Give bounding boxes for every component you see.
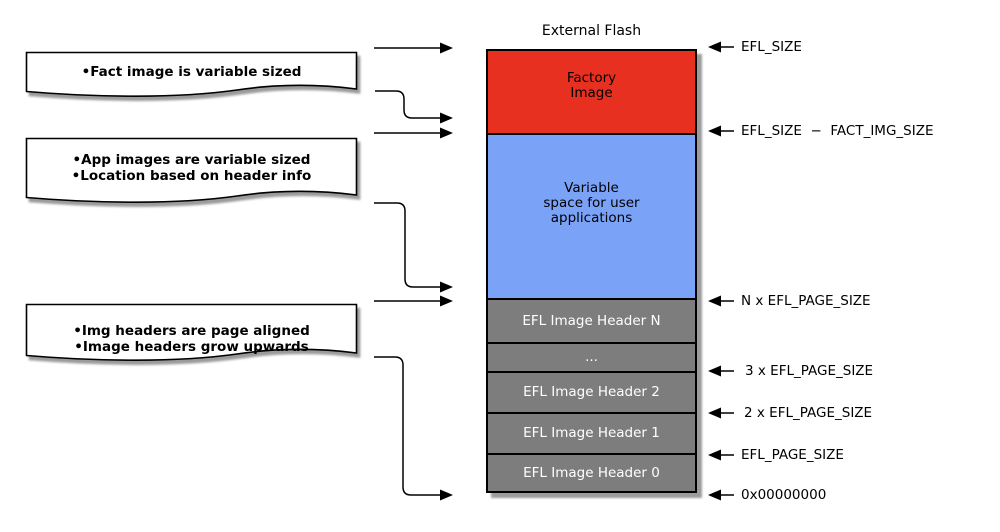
- flash-section-label: Variable space for user applications: [543, 180, 640, 226]
- arrow-page-size: [708, 449, 734, 461]
- flash-section-label: EFL Image Header 0: [523, 464, 660, 481]
- callout-img-headers: •Img headers are page aligned •Image hea…: [25, 303, 363, 371]
- flash-section-factory-image: Factory Image: [488, 51, 695, 133]
- annotation-n-x-page-size: N x EFL_PAGE_SIZE: [741, 293, 871, 309]
- flash-section-user-space: Variable space for user applications: [488, 133, 695, 298]
- callout-text: •Fact image is variable sized: [25, 51, 358, 93]
- callout-text: •App images are variable sized •Location…: [25, 137, 358, 199]
- callout-text: •Img headers are page aligned •Image hea…: [25, 303, 358, 365]
- annotation-efl-size-minus-fact: EFL_SIZE − FACT_IMG_SIZE: [741, 123, 934, 139]
- callout-fact-image: •Fact image is variable sized: [25, 51, 363, 107]
- callout-line: •Image headers grow upwards: [74, 339, 309, 355]
- flash-memory-map: Factory Image Variable space for user ap…: [486, 49, 697, 493]
- arrow-address-zero: [708, 489, 734, 501]
- arrow-factory-boundary: [374, 127, 453, 139]
- flash-section-label: ...: [585, 349, 598, 365]
- callout-shape: [25, 137, 358, 203]
- flash-section-image-header-2: EFL Image Header 2: [488, 371, 695, 412]
- callout-line: •Img headers are page aligned: [73, 323, 310, 339]
- connector-callout-img-headers: [374, 356, 453, 501]
- flash-section-image-header-n: EFL Image Header N: [488, 298, 695, 342]
- callout-shape: [25, 303, 358, 361]
- arrow-n-x-page-size: [708, 295, 734, 307]
- flash-section-label: Factory Image: [566, 70, 617, 101]
- arrow-2-x-page-size: [708, 407, 734, 419]
- callout-shape: [25, 51, 358, 97]
- flash-section-header-ellipsis: ...: [488, 342, 695, 371]
- annotation-address-zero: 0x00000000: [741, 487, 827, 503]
- callout-line: •Location based on header info: [71, 168, 312, 184]
- connector-callout-app-images: [374, 202, 453, 293]
- flash-section-label: EFL Image Header 2: [523, 384, 660, 400]
- flash-section-image-header-1: EFL Image Header 1: [488, 412, 695, 453]
- flash-section-label: EFL Image Header N: [522, 312, 661, 329]
- connector-callout-fact-image: [375, 90, 453, 124]
- arrow-efl-size-minus-fact: [708, 125, 734, 137]
- arrow-top-of-flash: [374, 42, 453, 54]
- arrow-3-x-page-size: [708, 365, 734, 377]
- arrow-header-top-boundary: [374, 295, 453, 307]
- annotation-page-size: EFL_PAGE_SIZE: [741, 447, 844, 463]
- flash-section-label: EFL Image Header 1: [523, 425, 660, 441]
- flash-section-image-header-0: EFL Image Header 0: [488, 453, 695, 491]
- callout-app-images: •App images are variable sized •Location…: [25, 137, 363, 213]
- callout-line: •App images are variable sized: [72, 152, 311, 168]
- annotation-3-x-page-size: 3 x EFL_PAGE_SIZE: [745, 363, 874, 379]
- diagram-title: External Flash: [541, 23, 642, 39]
- callout-line: •Fact image is variable sized: [81, 64, 302, 80]
- annotation-2-x-page-size: 2 x EFL_PAGE_SIZE: [744, 405, 873, 421]
- annotation-efl-size: EFL_SIZE: [741, 39, 802, 55]
- arrow-efl-size: [708, 41, 734, 53]
